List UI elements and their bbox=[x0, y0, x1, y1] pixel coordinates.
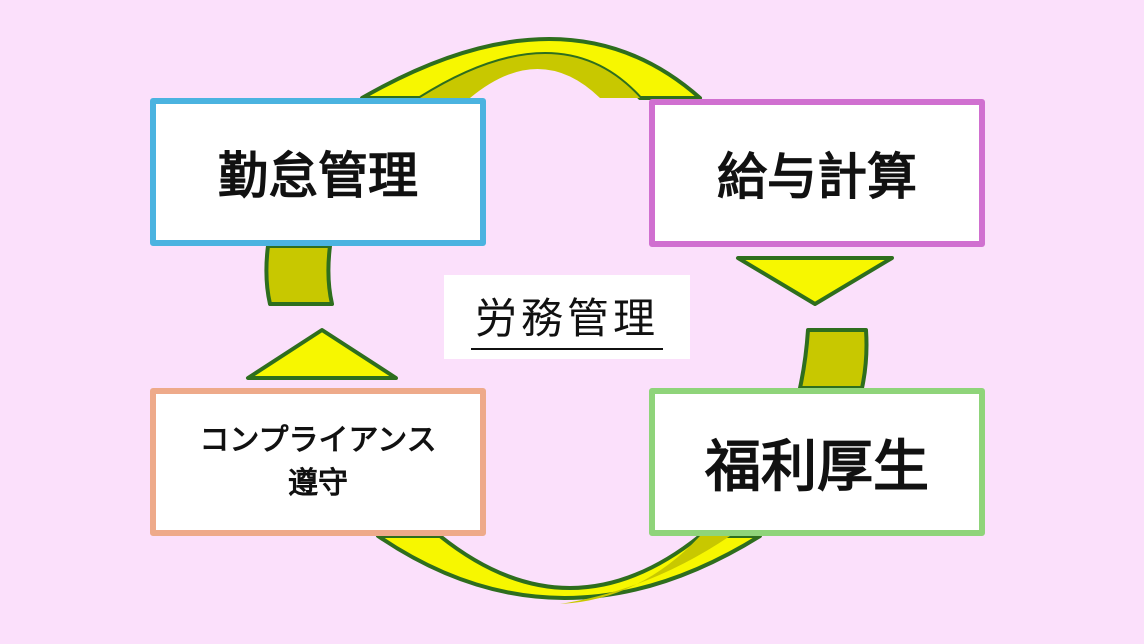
arrow-welfare-to-compliance bbox=[376, 534, 762, 600]
node-payroll: 給与計算 bbox=[649, 99, 985, 247]
arrow-compliance-to-attendance bbox=[264, 244, 334, 306]
node-attendance-label: 勤怠管理 bbox=[218, 147, 418, 205]
node-compliance: コンプライアンス 遵守 bbox=[150, 388, 486, 536]
arrowhead-payroll-down bbox=[736, 256, 894, 306]
arrow-welfare-to-compliance-shade bbox=[560, 536, 730, 604]
node-payroll-label: 給与計算 bbox=[717, 148, 917, 206]
node-compliance-label-line1: コンプライアンス bbox=[199, 422, 437, 458]
node-compliance-label-line2: 遵守 bbox=[288, 466, 348, 501]
arrowhead-compliance-up bbox=[246, 328, 398, 380]
arrow-attendance-to-payroll-shade bbox=[420, 54, 640, 98]
node-welfare-label: 福利厚生 bbox=[705, 434, 929, 500]
node-welfare: 福利厚生 bbox=[649, 388, 985, 536]
arrow-payroll-to-welfare bbox=[798, 328, 869, 390]
center-label-text: 労務管理 bbox=[470, 285, 663, 350]
center-label: 労務管理 bbox=[444, 275, 690, 359]
node-attendance: 勤怠管理 bbox=[150, 98, 486, 246]
